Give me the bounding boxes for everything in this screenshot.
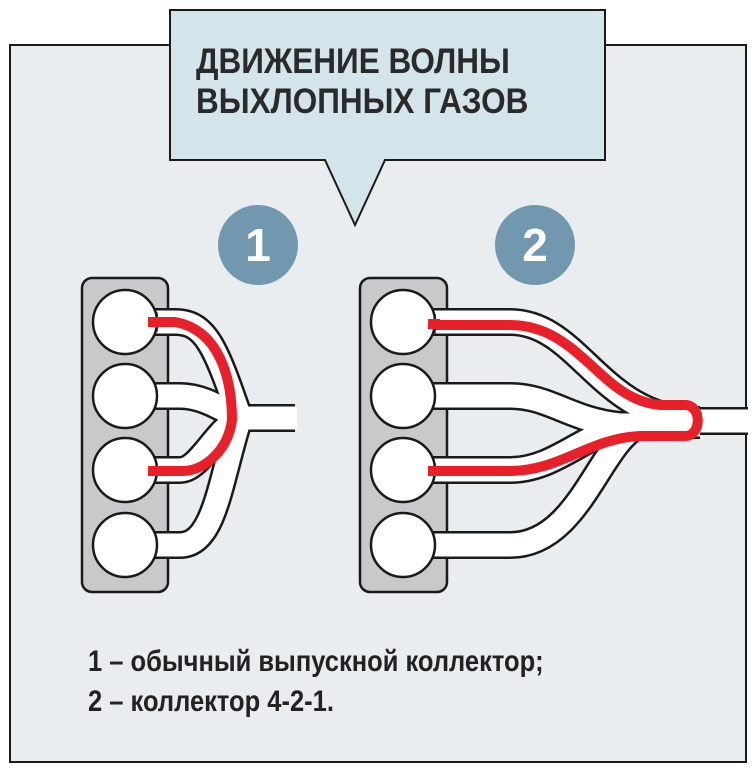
cylinder-2 bbox=[369, 362, 437, 430]
cylinder-3 bbox=[91, 436, 159, 504]
badge-2: 2 bbox=[495, 205, 575, 285]
cylinder-3 bbox=[369, 436, 437, 504]
legend-item-2: 2 – коллектор 4-2-1. bbox=[88, 685, 334, 718]
title-line-2: ВЫХЛОПНЫХ ГАЗОВ bbox=[196, 82, 529, 121]
badge-1: 1 bbox=[218, 205, 298, 285]
manifold-standard bbox=[80, 276, 297, 594]
legend-item-1: 1 – обычный выпускной коллектор; bbox=[88, 645, 544, 678]
engine-block-1 bbox=[80, 276, 170, 594]
cylinder-1 bbox=[91, 288, 159, 356]
cylinder-2 bbox=[91, 362, 159, 430]
cylinder-4 bbox=[369, 511, 437, 579]
cylinder-1 bbox=[369, 288, 437, 356]
flow-arrow-2 bbox=[428, 320, 703, 476]
title-callout bbox=[169, 9, 606, 228]
title-line-1: ДВИЖЕНИЕ ВОЛНЫ bbox=[196, 42, 510, 81]
manifold-4-2-1 bbox=[358, 276, 748, 594]
engine-block-2 bbox=[358, 276, 449, 594]
cylinder-4 bbox=[91, 511, 159, 579]
flow-arrow-1 bbox=[148, 317, 237, 476]
diagram-title: ДВИЖЕНИЕ ВОЛНЫ ВЫХЛОПНЫХ ГАЗОВ bbox=[196, 42, 556, 122]
